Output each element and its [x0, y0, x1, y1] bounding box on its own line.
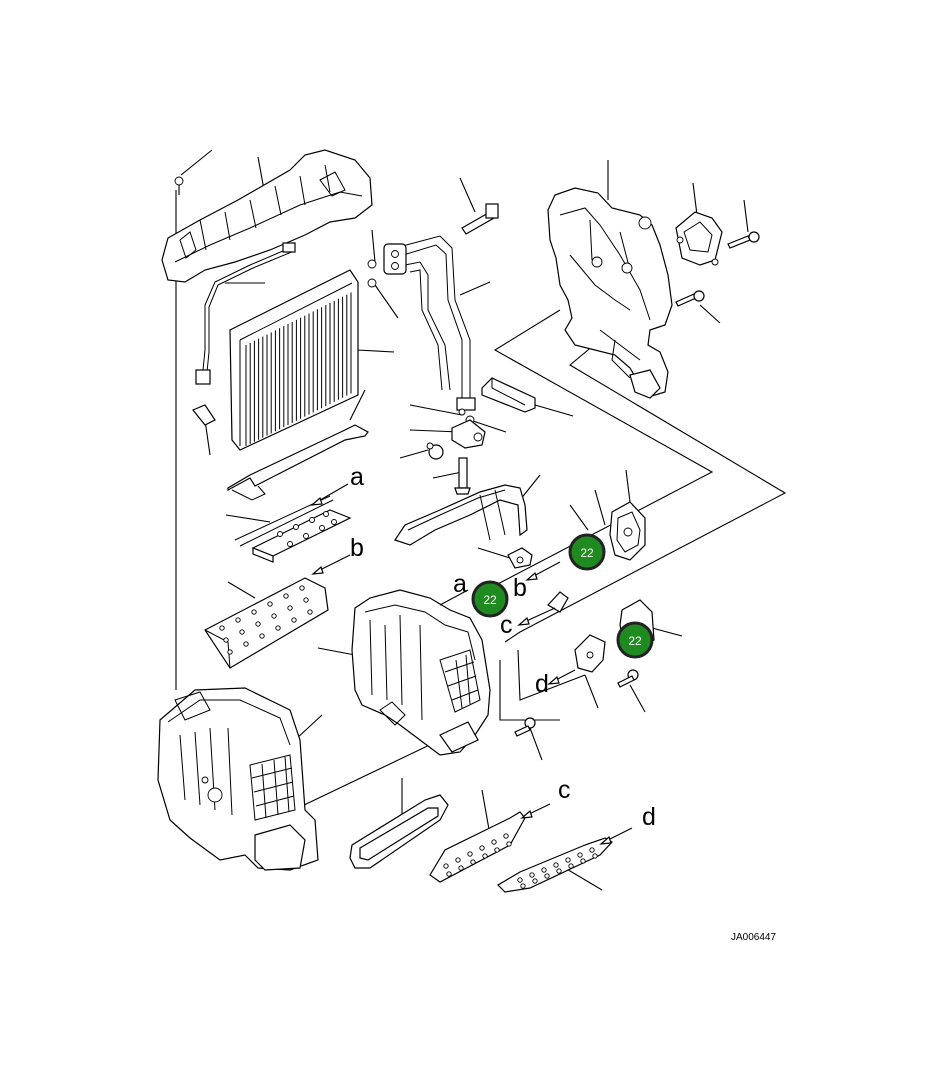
ref-letter-a-top: a [350, 463, 364, 491]
gasket-ring-part [349, 794, 449, 869]
torque-badge-upper: 22 [568, 533, 606, 571]
bolt-part [461, 203, 499, 235]
svg-text:22: 22 [483, 593, 497, 607]
svg-text:22: 22 [580, 546, 594, 560]
filter-d-part [497, 837, 613, 893]
heater-unit-part [157, 687, 319, 871]
torque-badge-middle: 22 [471, 580, 509, 618]
ref-letter-c-bottom: c [558, 776, 571, 804]
ref-letter-b-housing: b [513, 574, 527, 602]
mode-housing-part [547, 187, 673, 399]
ref-arrows [310, 483, 633, 845]
filter-a-part [234, 495, 352, 563]
evaporator-core-part [227, 269, 369, 501]
blower-housing-part [351, 589, 491, 756]
torque-badge-right: 22 [616, 621, 654, 659]
ref-letter-d-bottom: d [642, 803, 656, 831]
drawing-code: JA006447 [731, 932, 776, 943]
foam-block-part [481, 377, 536, 413]
leader-lines [175, 149, 787, 891]
ref-letter-c-housing: c [500, 611, 513, 639]
ref-letter-d-housing: d [535, 670, 549, 698]
lever-part [507, 547, 533, 569]
wire-harness-part [192, 242, 296, 426]
screw-part [675, 231, 760, 307]
cam-wheel-part [609, 501, 646, 561]
duct-cover-part [161, 149, 373, 283]
actuator-motor-part [675, 211, 723, 266]
svg-text:22: 22 [628, 634, 642, 648]
clip-part [547, 591, 569, 613]
refrigerant-pipes-part [367, 235, 476, 411]
ref-letter-a-housing: a [453, 570, 467, 598]
expansion-valve-part [426, 408, 486, 495]
screw-bottom-part [514, 717, 536, 737]
filter-c-part [429, 811, 526, 883]
damper-door-part [394, 484, 528, 546]
ref-letter-b-top: b [350, 534, 364, 562]
filter-b-part [204, 577, 329, 669]
